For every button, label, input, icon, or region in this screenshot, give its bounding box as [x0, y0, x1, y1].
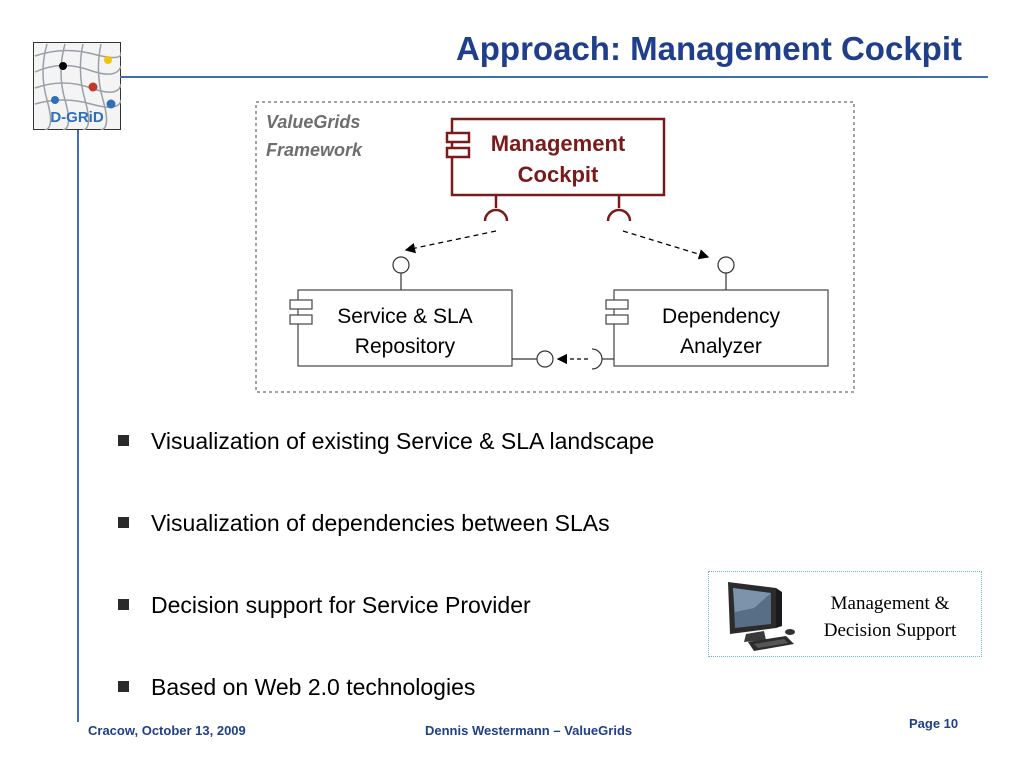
component-icon: [445, 131, 471, 144]
dependency-arrow: [404, 230, 497, 254]
bullet-text: Decision support for Service Provider: [151, 592, 531, 618]
bullet-square-icon: [118, 681, 129, 693]
required-interface-socket: [483, 208, 509, 222]
left-rule: [77, 130, 79, 722]
bullet-square-icon: [118, 517, 129, 529]
component-icon: [605, 314, 629, 325]
page-number: Page 10: [909, 716, 959, 731]
callout-label: Management & Decision Support: [804, 590, 976, 644]
page-title: Approach: Management Cockpit: [455, 30, 962, 67]
cockpit-label: Management: [491, 131, 626, 156]
analyzer-label: Dependency: [662, 305, 780, 328]
callout-line: Management &: [830, 593, 950, 614]
footer-date: Cracow, October 13, 2009: [88, 723, 246, 738]
required-interface-socket: [591, 348, 603, 370]
bullet-item: Visualization of dependencies between SL…: [118, 510, 678, 537]
footer-author: Dennis Westermann – ValueGrids: [425, 723, 633, 738]
repository-label-2: Repository: [355, 335, 456, 358]
dependency-arrow: [622, 230, 710, 260]
dependency-analyzer-component: Dependency Analyzer: [605, 289, 829, 367]
bullet-square-icon: [118, 599, 129, 611]
bullet-square-icon: [118, 435, 129, 447]
analyzer-label-2: Analyzer: [680, 335, 762, 358]
bullet-text: Visualization of dependencies between SL…: [151, 510, 610, 536]
logo-text: D-GRiD: [50, 109, 103, 126]
component-icon: [445, 146, 471, 159]
callout-line: Decision Support: [823, 620, 957, 641]
component-icon: [289, 314, 313, 325]
provided-interface: [717, 256, 735, 274]
component-icon: [605, 299, 629, 310]
cockpit-label-2: Cockpit: [518, 162, 599, 187]
service-sla-repository-component: Service & SLA Repository: [289, 289, 513, 367]
bullet-text: Based on Web 2.0 technologies: [151, 674, 476, 700]
required-interface-socket: [606, 208, 632, 222]
architecture-diagram: ValueGrids Framework Management Cockpit …: [255, 101, 855, 393]
bullet-item: Visualization of existing Service & SLA …: [118, 428, 678, 455]
framework-label-2: Framework: [266, 140, 363, 160]
computer-monitor-icon: [728, 582, 795, 651]
d-grid-logo: D-GRiD: [33, 42, 121, 130]
bullet-item: Decision support for Service Provider: [118, 592, 678, 619]
repository-label: Service & SLA: [337, 305, 472, 328]
management-cockpit-component: Management Cockpit: [445, 117, 666, 222]
bullet-item: Based on Web 2.0 technologies: [118, 674, 678, 701]
provided-interface: [536, 350, 554, 368]
header-rule: [120, 76, 988, 78]
bullet-text: Visualization of existing Service & SLA …: [151, 428, 655, 454]
component-icon: [289, 299, 313, 310]
framework-label: ValueGrids: [266, 112, 360, 132]
provided-interface: [392, 256, 410, 274]
